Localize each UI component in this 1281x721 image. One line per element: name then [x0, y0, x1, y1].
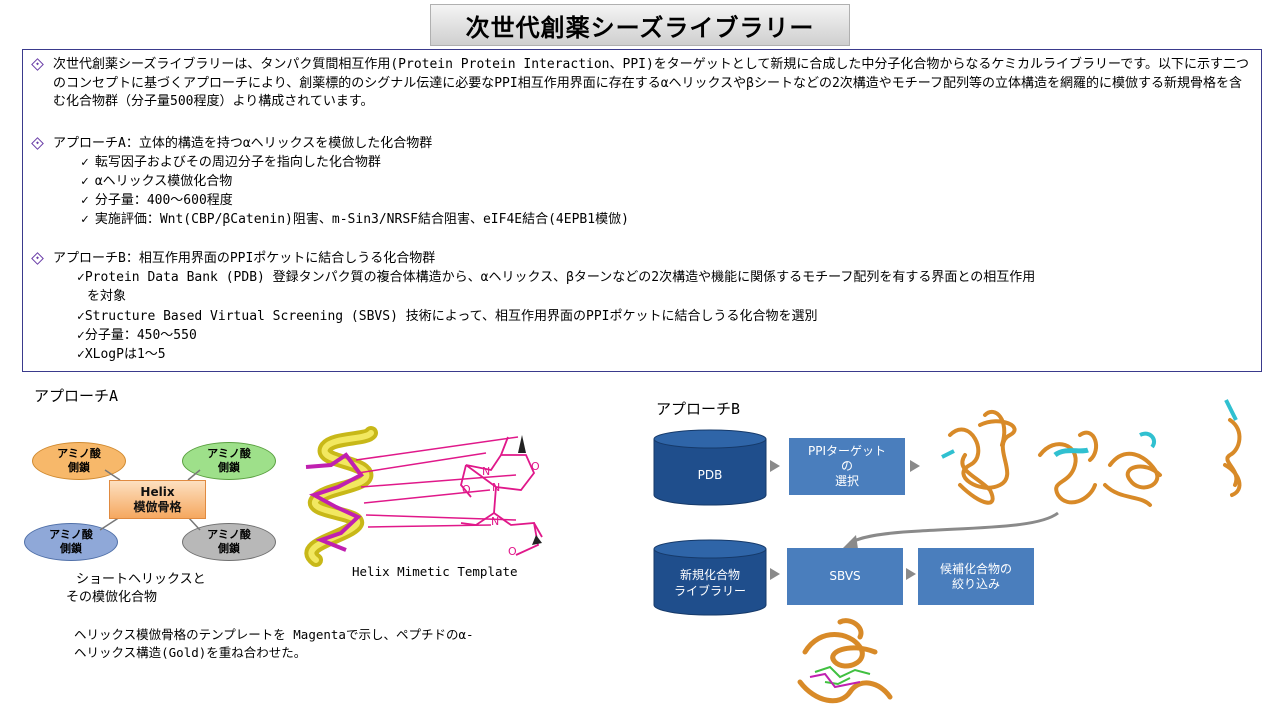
- compound-library-cylinder: 新規化合物 ライブラリー: [652, 539, 768, 617]
- check-icon: ✓: [81, 212, 89, 227]
- ppi-target-selection-box: PPIターゲット の 選択: [789, 438, 905, 495]
- svg-text:O: O: [531, 460, 540, 473]
- summary-box: 次世代創薬シーズライブラリーは、タンパク質間相互作用(Protein Prote…: [22, 49, 1262, 372]
- arrow-right-icon: [770, 568, 780, 580]
- check-icon: ✓: [81, 193, 89, 208]
- short-helix-caption: ショートヘリックスと: [76, 572, 206, 587]
- sbvs-box: SBVS: [787, 548, 903, 605]
- page-title: 次世代創薬シーズライブラリー: [430, 4, 850, 46]
- arrow-right-icon: [770, 460, 780, 472]
- amino-side-chain-ellipse: アミノ酸側鎖: [182, 523, 276, 561]
- approach-a-item: ✓αヘリックス模倣化合物: [81, 174, 233, 189]
- approach-b-item: ✓Structure Based Virtual Screening (SBVS…: [77, 309, 818, 324]
- gold-helix-ribbon: [304, 426, 378, 567]
- protein-structure: [1223, 418, 1242, 497]
- check-icon: ✓: [77, 270, 85, 285]
- overlay-note: ヘリックス構造(Gold)を重ね合わせた。: [74, 645, 307, 660]
- candidate-narrowing-box: 候補化合物の 絞り込み: [918, 548, 1034, 605]
- check-icon: ✓: [81, 155, 89, 170]
- approach-a-item: ✓転写因子およびその周辺分子を指向した化合物群: [81, 155, 381, 170]
- correspondence-arrows: [355, 436, 519, 528]
- svg-text:N: N: [491, 515, 499, 528]
- methyl-wedges: [518, 435, 542, 545]
- svg-text:N: N: [482, 465, 490, 478]
- svg-text:O: O: [462, 483, 471, 496]
- amino-side-chain-ellipse: アミノ酸側鎖: [182, 442, 276, 480]
- svg-text:O: O: [508, 545, 517, 558]
- pdb-database-cylinder: PDB: [652, 429, 768, 507]
- protein-structure: [1103, 451, 1162, 507]
- magenta-template-sticks: [305, 452, 365, 552]
- arrow-right-icon: [906, 568, 916, 580]
- arrow-right-icon: [910, 460, 920, 472]
- check-icon: ✓: [77, 347, 85, 362]
- template-structure: [460, 436, 543, 556]
- protein-structure: [948, 409, 1017, 505]
- approach-b-item: ✓Protein Data Bank (PDB) 登録タンパク質の複合体構造から…: [77, 270, 1036, 285]
- overlay-note: ヘリックス模倣骨格のテンプレートを Magentaで示し、ペプチドのα-: [74, 627, 474, 642]
- approach-b-item-continued: を対象: [87, 289, 127, 304]
- curved-arrow: [842, 511, 1059, 549]
- intro-text: 次世代創薬シーズライブラリーは、タンパク質間相互作用(Protein Prote…: [53, 57, 1249, 109]
- connector-lines: [99, 469, 201, 531]
- svg-text:N: N: [492, 481, 500, 494]
- check-icon: ✓: [81, 174, 89, 189]
- helix-mimetic-box: Helix 模倣骨格: [109, 480, 206, 519]
- check-icon: ✓: [77, 309, 85, 324]
- docked-complex-structure: [797, 618, 893, 704]
- check-icon: ✓: [77, 328, 85, 343]
- atom-labels: O N O N N O: [462, 460, 540, 558]
- protein-structure: [1038, 430, 1099, 505]
- helix-mimetic-template-label: Helix Mimetic Template: [352, 564, 518, 579]
- approach-b-label: アプローチB: [656, 400, 741, 418]
- approach-a-item: ✓分子量：400～600程度: [81, 193, 233, 208]
- approach-b-item: ✓XLogPは1～5: [77, 347, 166, 362]
- protein-structures: [941, 399, 1242, 507]
- short-helix-caption: その模倣化合物: [66, 590, 158, 605]
- approach-b-item: ✓分子量：450～550: [77, 328, 197, 343]
- amino-side-chain-ellipse: アミノ酸側鎖: [32, 442, 126, 480]
- approach-a-label: アプローチA: [34, 387, 119, 405]
- approach-a-item: ✓実施評価：Wnt(CBP/βCatenin)阻害、m-Sin3/NRSF結合阻…: [81, 212, 629, 227]
- helix-mimetic-template-figure: O N O N N O: [304, 426, 543, 567]
